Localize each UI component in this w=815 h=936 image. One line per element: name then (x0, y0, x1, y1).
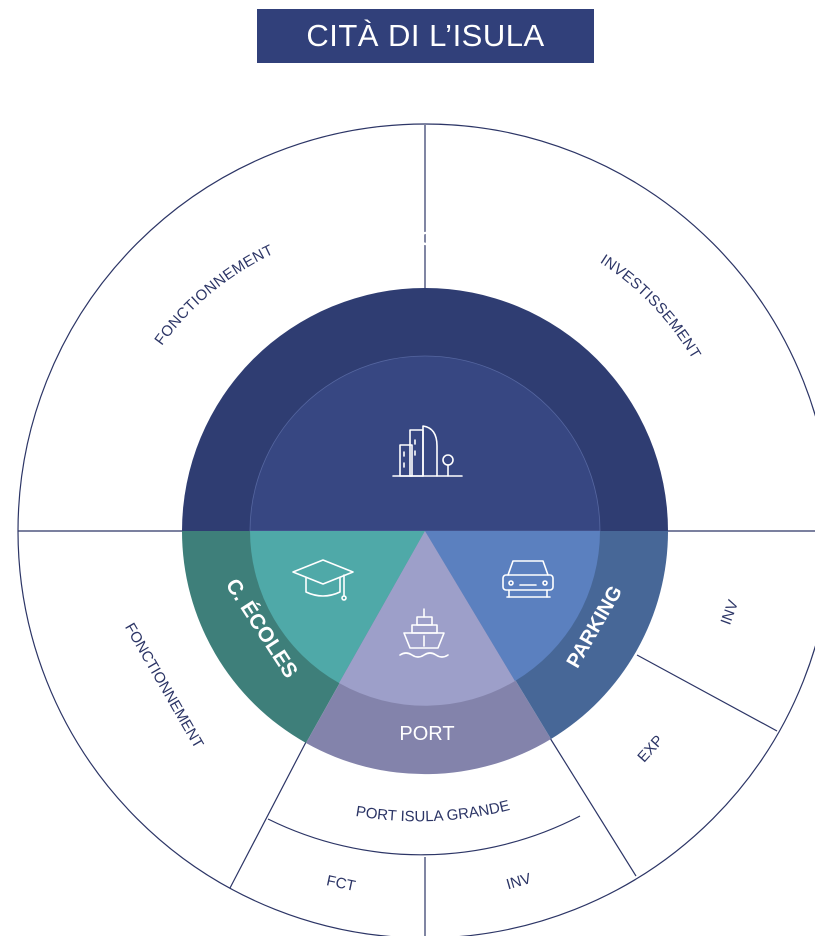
ship-icon (399, 608, 449, 658)
port-sub-arc (267, 815, 581, 856)
title-banner: CITÀ DI L’ISULA (257, 9, 594, 63)
car-icon (502, 560, 554, 598)
buildings-icon (392, 425, 463, 477)
port-inv-label: INV (504, 870, 533, 893)
principal-inner-segment (249, 355, 601, 532)
parking-inner-segment (425, 531, 600, 681)
port-fct-label: FCT (325, 872, 357, 895)
divider-parking-inv-exp (636, 654, 778, 732)
port-label: PORT (399, 723, 454, 745)
inner-disc (249, 355, 601, 706)
divider-port-parking (549, 737, 637, 877)
ecoles-inner-segment (250, 531, 425, 683)
page-title: CITÀ DI L’ISULA (306, 18, 545, 53)
graduation-cap-icon (292, 559, 354, 601)
port-inner-segment (339, 531, 515, 706)
divider-ecoles-port (229, 741, 307, 889)
